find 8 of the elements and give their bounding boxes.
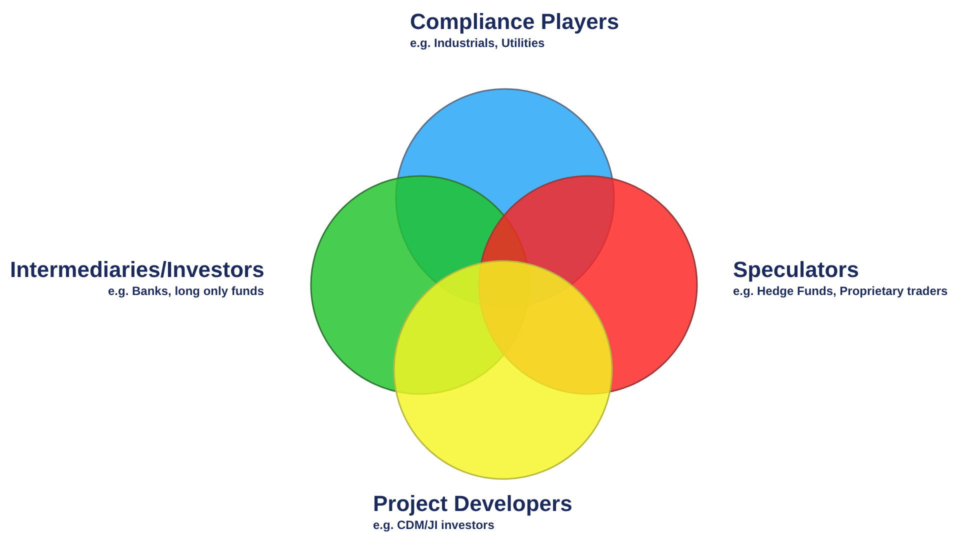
group-heading: Project Developers [373, 492, 572, 516]
group-examples: e.g. CDM/JI investors [373, 518, 494, 532]
group-heading: Speculators [733, 258, 859, 282]
group-heading: Compliance Players [410, 10, 620, 34]
group-examples: e.g. Banks, long only funds [108, 284, 264, 298]
group-examples: e.g. Hedge Funds, Proprietary traders [733, 284, 948, 298]
group-examples: e.g. Industrials, Utilities [410, 36, 545, 50]
group-heading: Intermediaries/Investors [10, 258, 264, 282]
